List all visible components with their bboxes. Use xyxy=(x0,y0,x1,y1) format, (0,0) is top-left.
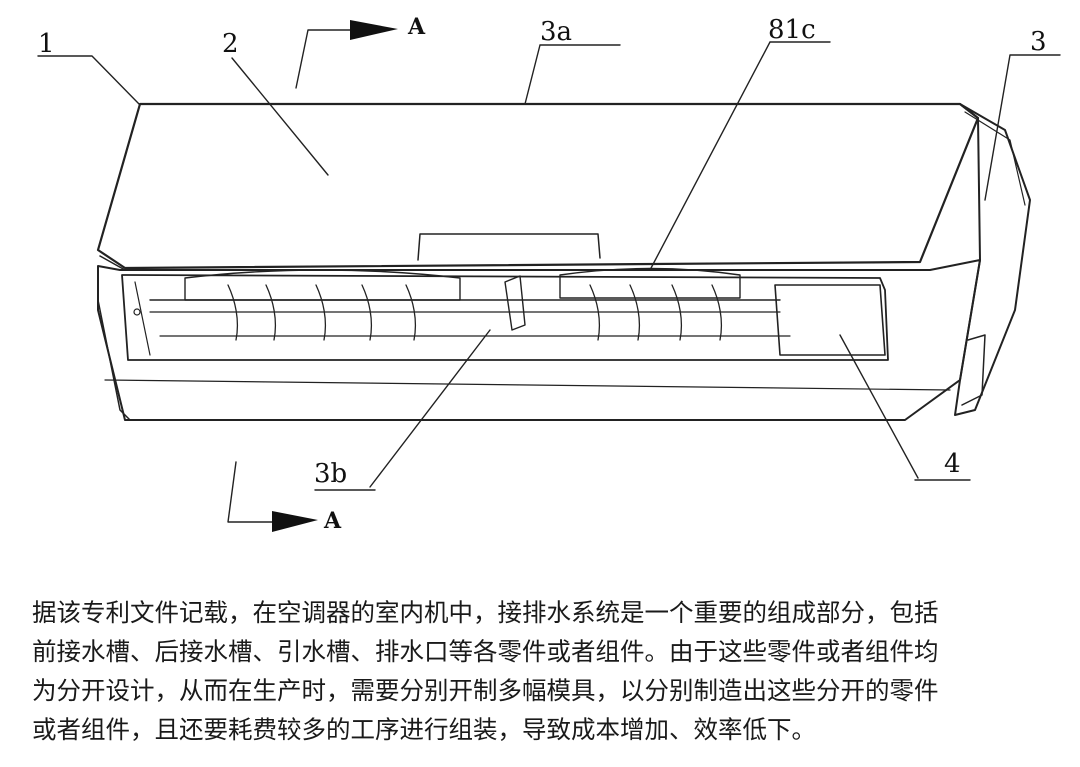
label-1: 1 xyxy=(38,29,55,59)
caption-line: 前接水槽、后接水槽、引水槽、排水口等各零件或者组件。由于这些零件或者组件均 xyxy=(32,637,939,666)
label-4: 4 xyxy=(944,449,961,479)
front-panel xyxy=(96,102,980,270)
leader-4 xyxy=(839,334,971,481)
label-81c: 81c xyxy=(768,15,816,45)
caption-paragraph: 据该专利文件记载，在空调器的室内机中，接排水系统是一个重要的组成部分，包括 前接… xyxy=(32,593,1062,749)
label-3a: 3a xyxy=(540,17,572,47)
section-label-top: A xyxy=(407,14,426,40)
section-label-bottom: A xyxy=(323,508,342,534)
section-line-bottom xyxy=(227,461,273,523)
section-arrow-top xyxy=(350,20,398,40)
caption-line: 或者组件，且还要耗费较多的工序进行组装，导致成本增加、效率低下。 xyxy=(32,715,816,744)
leader-3b xyxy=(314,329,491,491)
section-line-top xyxy=(295,29,351,89)
label-3: 3 xyxy=(1030,27,1047,57)
label-3b: 3b xyxy=(314,459,347,489)
leader-3a xyxy=(524,44,621,105)
patent-drawing: 1 2 3a 81c 3 3b 4 A A xyxy=(37,14,1061,534)
leader-2 xyxy=(231,57,329,176)
caption-line: 据该专利文件记载，在空调器的室内机中，接排水系统是一个重要的组成部分，包括 xyxy=(32,598,939,627)
side-cap xyxy=(954,103,1031,416)
leader-1 xyxy=(37,55,141,106)
label-2: 2 xyxy=(222,29,239,59)
caption-line: 为分开设计，从而在生产时，需要分别开制多幅模具，以分别制造出这些分开的零件 xyxy=(32,676,939,705)
leader-3 xyxy=(984,54,1061,201)
leader-81c xyxy=(649,41,831,271)
section-arrow-bottom xyxy=(272,511,318,532)
unit-body xyxy=(97,259,981,421)
air-outlet xyxy=(121,274,889,361)
